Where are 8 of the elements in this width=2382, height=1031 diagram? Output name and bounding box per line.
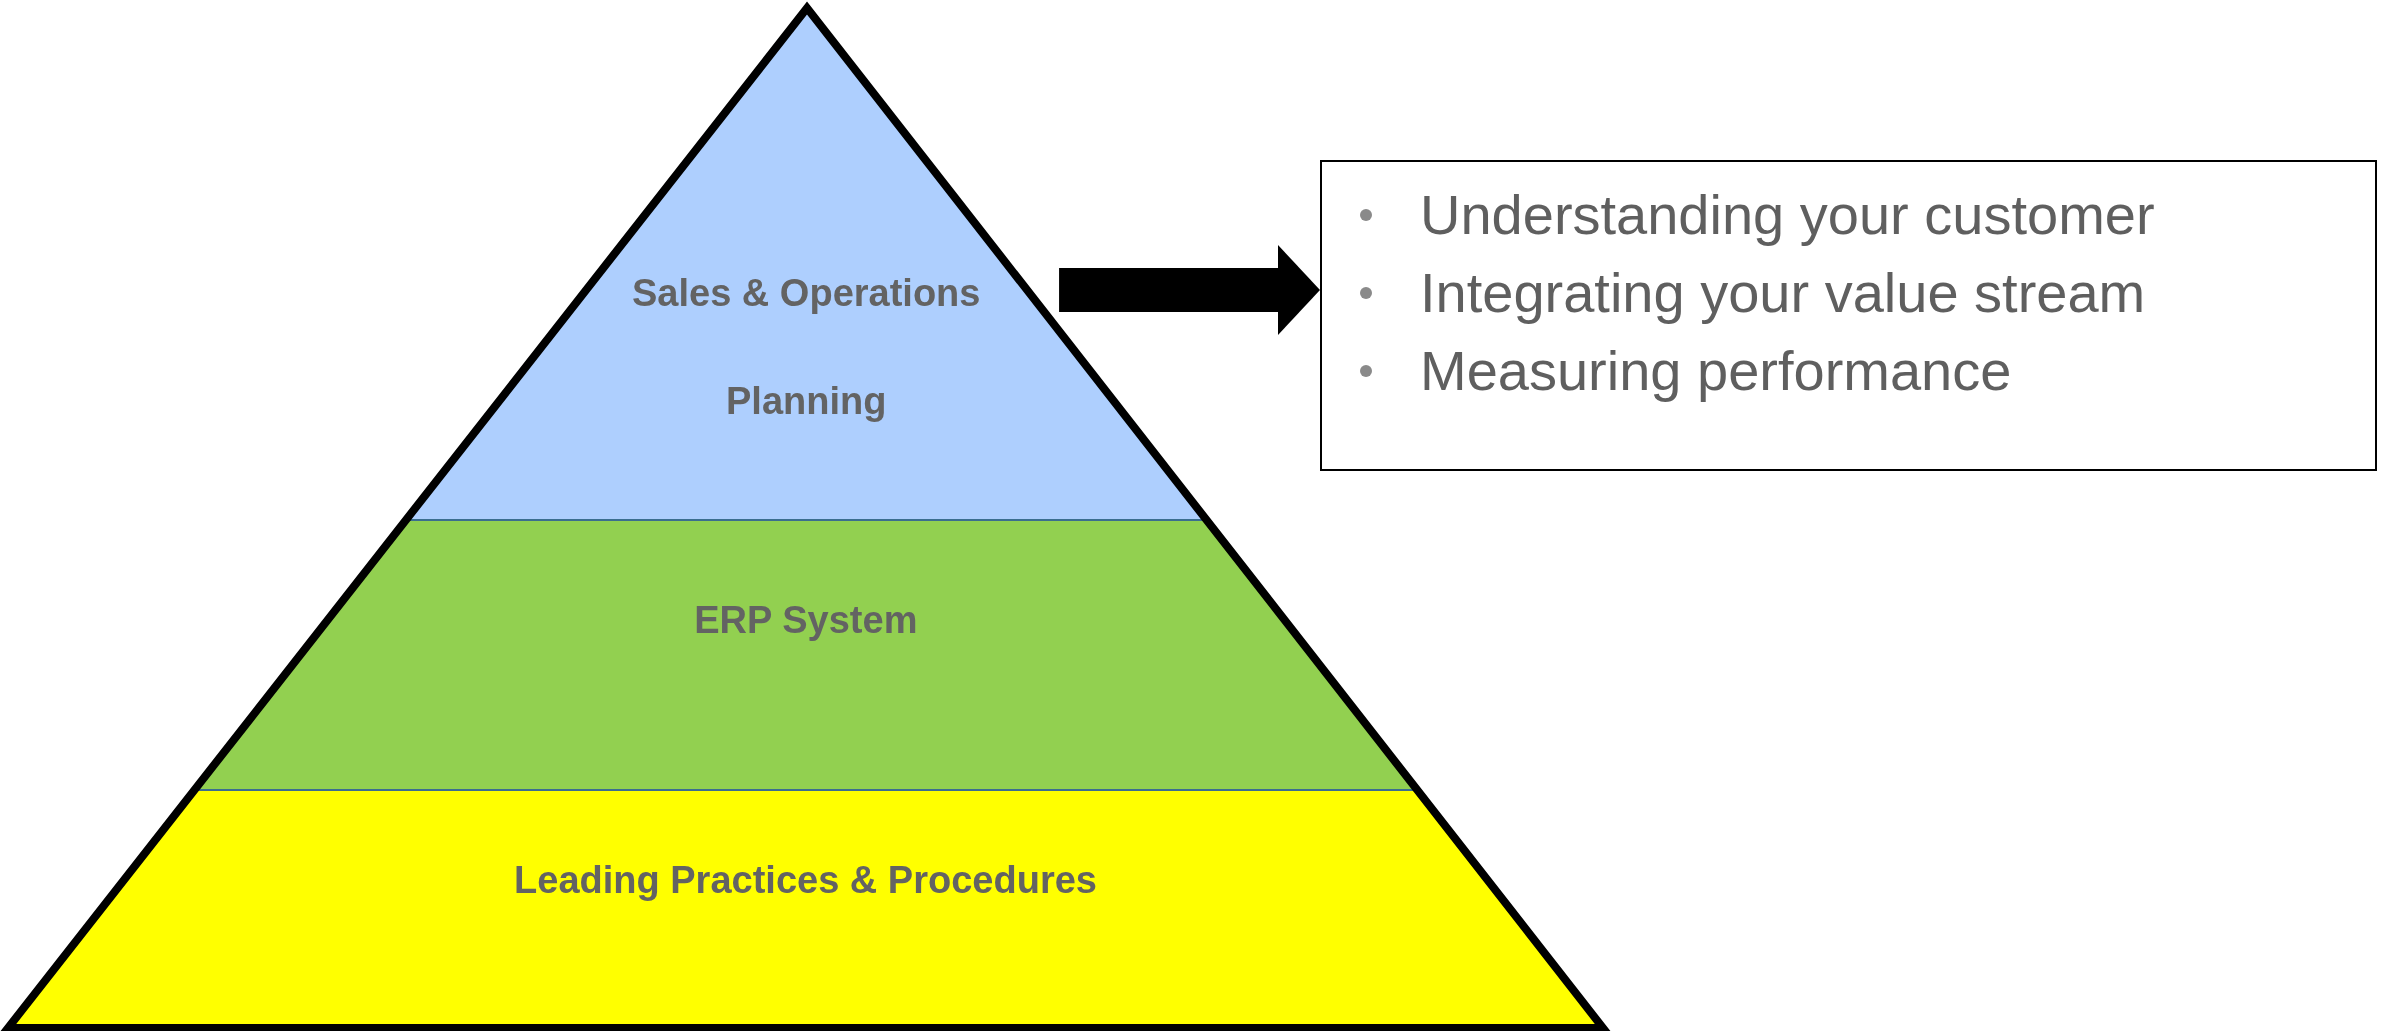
tier-label: ERP System xyxy=(693,598,919,643)
bullet-text: Understanding your customer xyxy=(1420,183,2155,246)
tier-label: Leading Practices & Procedures xyxy=(513,858,1098,903)
text-box xyxy=(1320,160,2377,471)
bullet-text: Integrating your value stream xyxy=(1420,261,2146,324)
tier-label: Sales & Operations Planning xyxy=(631,271,982,424)
bullet-text: Measuring performance xyxy=(1420,339,2012,402)
arrow xyxy=(1059,245,1320,335)
